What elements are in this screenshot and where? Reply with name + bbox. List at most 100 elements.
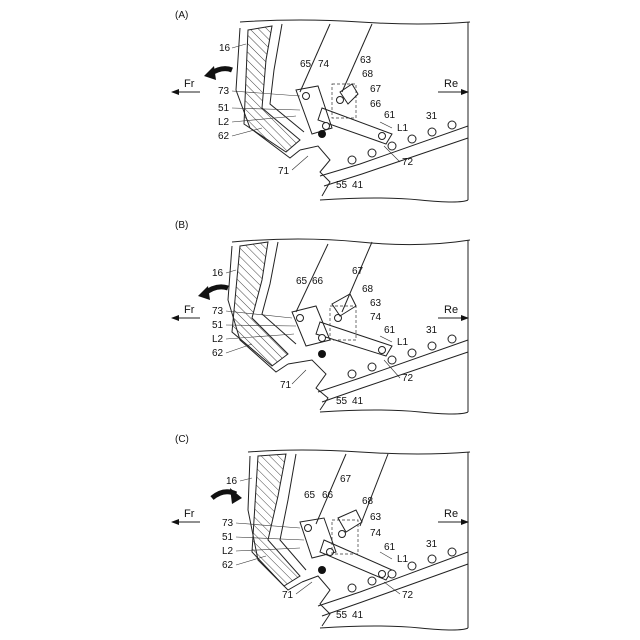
panel-b-roller xyxy=(318,350,326,358)
callout: 31 xyxy=(426,325,438,336)
callout: 66 xyxy=(322,490,334,501)
panel-b-front-label: Fr xyxy=(184,304,195,316)
panel-a-pivot-67 xyxy=(337,97,344,104)
panel-c-motion-arrowhead xyxy=(230,488,242,504)
callout: 51 xyxy=(212,320,224,331)
callout: L2 xyxy=(218,117,230,128)
panel-b-pivot-72 xyxy=(379,347,386,354)
panel-a-top-cut xyxy=(240,20,470,24)
callout: 16 xyxy=(219,43,231,54)
leader-line xyxy=(226,344,252,353)
leader-line xyxy=(380,552,392,559)
callout: 31 xyxy=(426,111,438,122)
leader-line xyxy=(226,270,236,273)
panel-a: (A) xyxy=(172,10,470,202)
panel-c-pivot-51 xyxy=(327,549,334,556)
callout: 71 xyxy=(278,166,290,177)
callout: 65 xyxy=(300,59,312,70)
panel-a-base-71 xyxy=(300,146,330,196)
leader-line xyxy=(384,582,400,594)
callout: 66 xyxy=(370,99,382,110)
rail-tooth xyxy=(408,562,416,570)
callout: 68 xyxy=(362,69,374,80)
panel-b-label: (B) xyxy=(175,220,188,231)
panel-c-bottom-cut xyxy=(320,626,468,630)
panel-c-pivot-65 xyxy=(305,525,312,532)
callout: 74 xyxy=(370,528,382,539)
panel-b-bracket-68 xyxy=(332,294,356,316)
rail-tooth xyxy=(348,584,356,592)
panel-a-inner-line xyxy=(270,24,304,132)
panel-c-pivot-67 xyxy=(339,531,346,538)
panel-a-motion-arrowhead xyxy=(204,66,216,80)
callout: 72 xyxy=(402,373,414,384)
rail-tooth xyxy=(448,121,456,129)
leader-line xyxy=(380,336,392,342)
panel-c-roller xyxy=(318,566,326,574)
panel-b-pivot-51 xyxy=(319,335,326,342)
panel-b-rear-label: Re xyxy=(444,304,458,316)
panel-a-rail-top xyxy=(320,126,468,176)
callout: 72 xyxy=(402,157,414,168)
panel-b: (B) Fr Re xyxy=(172,220,470,414)
leader-line xyxy=(232,91,300,96)
leader-line xyxy=(232,108,300,110)
callout: 62 xyxy=(212,348,224,359)
panel-c-front-label: Fr xyxy=(184,508,195,520)
panel-a-pivot-72 xyxy=(379,133,386,140)
callout: 63 xyxy=(360,55,372,66)
leader-line xyxy=(292,156,308,170)
rail-tooth xyxy=(368,363,376,371)
rail-tooth xyxy=(388,356,396,364)
panel-a-pivot-51 xyxy=(323,123,330,130)
callout: 74 xyxy=(370,312,382,323)
panel-a-rear-label: Re xyxy=(444,78,458,90)
panel-b-dashed-box xyxy=(330,306,356,340)
callout: 55 xyxy=(336,396,348,407)
callout: 16 xyxy=(212,268,224,279)
callout: 61 xyxy=(384,110,396,121)
callout: 66 xyxy=(312,276,324,287)
callout: 73 xyxy=(222,518,234,529)
panel-c: (C) Fr Re xyxy=(172,434,470,630)
callout: 16 xyxy=(226,476,238,487)
callout: L1 xyxy=(397,123,409,134)
panel-a-strut-left xyxy=(300,24,330,92)
panel-c-top-cut xyxy=(248,450,470,454)
callout: 73 xyxy=(218,86,230,97)
panel-b-hatched-panel xyxy=(232,242,288,366)
rail-tooth xyxy=(368,577,376,585)
panel-c-rear-label: Re xyxy=(444,508,458,520)
callout: 55 xyxy=(336,180,348,191)
callout: 41 xyxy=(352,610,364,621)
callout: 65 xyxy=(304,490,316,501)
callout: L2 xyxy=(222,546,234,557)
callout: 67 xyxy=(340,474,352,485)
callout: 51 xyxy=(218,103,230,114)
callout: 61 xyxy=(384,542,396,553)
panel-a-bottom-cut xyxy=(320,198,468,202)
callout: 74 xyxy=(318,59,330,70)
rail-tooth xyxy=(428,128,436,136)
rail-tooth xyxy=(448,335,456,343)
callout: 68 xyxy=(362,496,374,507)
callout: 71 xyxy=(282,590,294,601)
callout: 62 xyxy=(218,131,230,142)
panel-b-inner-line xyxy=(262,242,296,344)
callout: L2 xyxy=(212,334,224,345)
leader-line xyxy=(240,478,252,481)
callout: 65 xyxy=(296,276,308,287)
panel-b-motion-arrowhead xyxy=(198,286,210,300)
callout: 73 xyxy=(212,306,224,317)
panel-b-rail-top xyxy=(318,340,468,392)
callout: 63 xyxy=(370,512,382,523)
callout: L1 xyxy=(397,337,409,348)
callout: 68 xyxy=(362,284,374,295)
rail-tooth xyxy=(348,370,356,378)
panel-c-inner-line xyxy=(280,454,306,570)
callout: 51 xyxy=(222,532,234,543)
rail-tooth xyxy=(388,570,396,578)
panel-c-strut-left xyxy=(316,454,346,524)
panel-a-pivot-65 xyxy=(303,93,310,100)
